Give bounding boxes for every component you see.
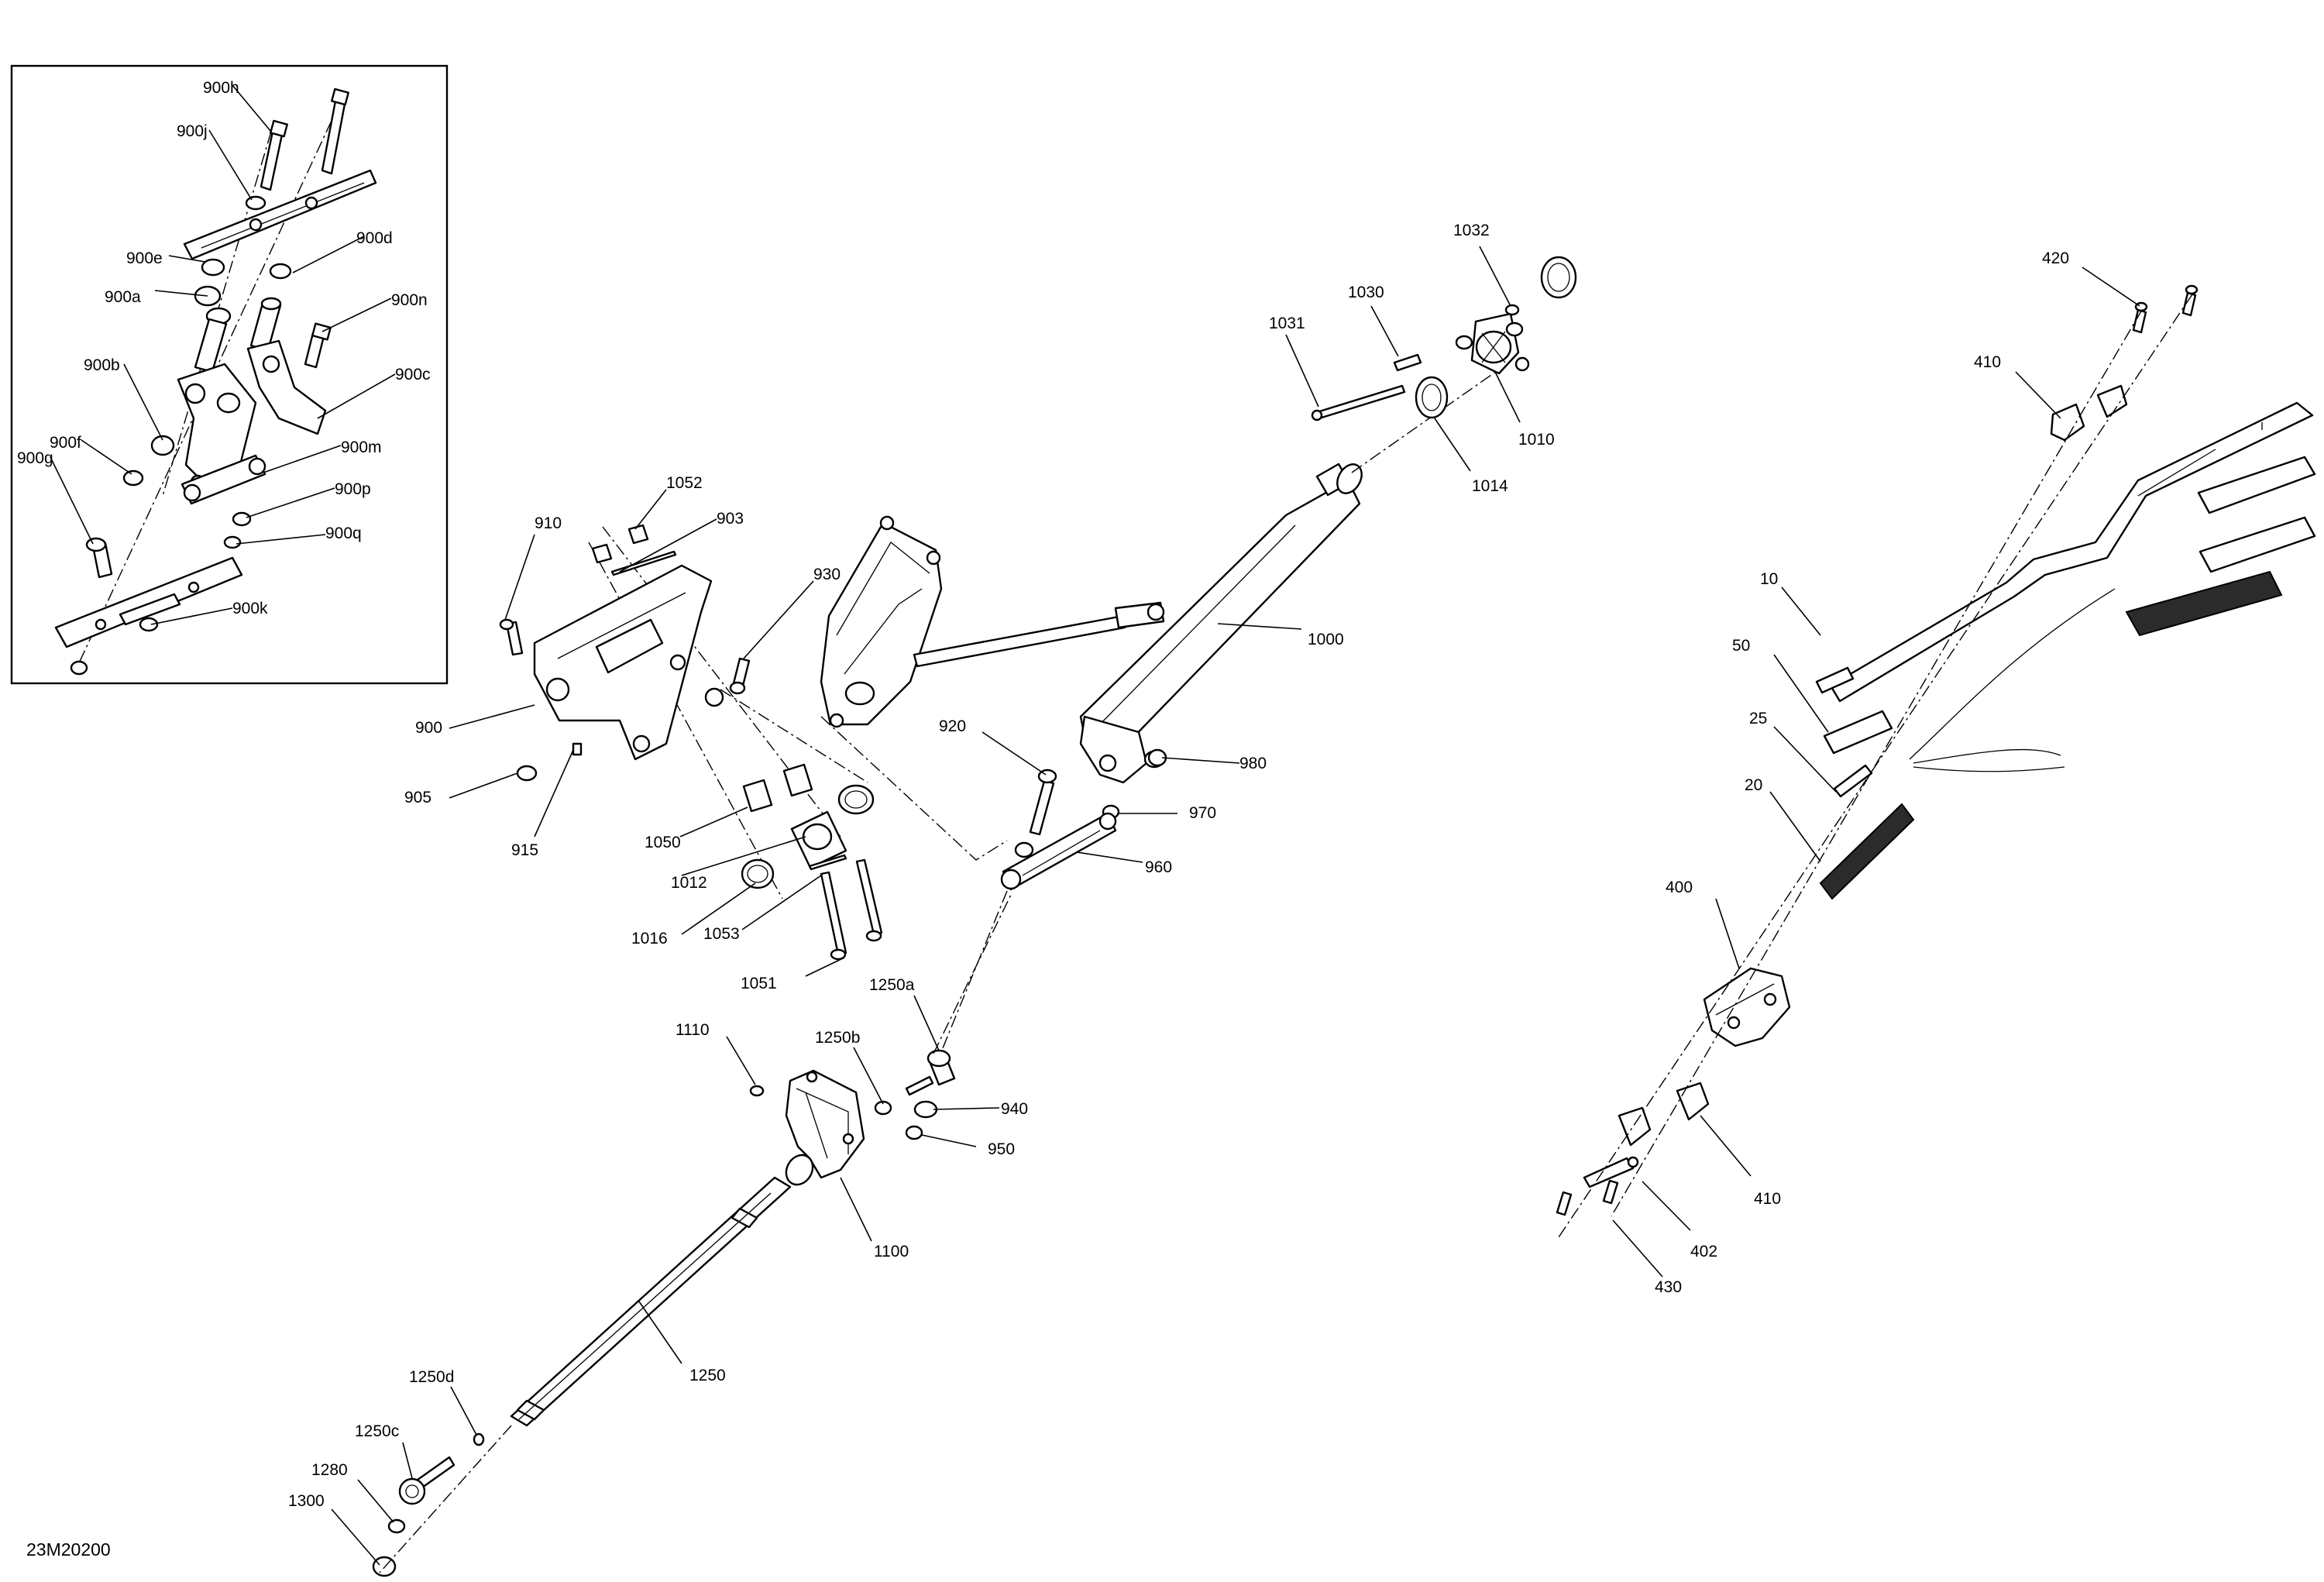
callout-1000: 1000 [1308,631,1344,648]
housing-1100 [785,1069,865,1179]
callout-1050: 1050 [645,834,681,851]
callout-10: 10 [1760,570,1778,588]
callout-1030: 1030 [1348,284,1384,301]
steering-post-930 [820,515,1165,861]
callout-1250c: 1250c [355,1422,399,1440]
callout-1052: 1052 [666,474,703,492]
callout-1280: 1280 [311,1461,348,1479]
callout-900q: 900q [325,524,362,542]
callout-900k: 900k [232,600,268,617]
callout-labels: 900h 900j 900e 900d 900a 900n 900b 900c … [17,79,2069,1560]
inset-frame [10,64,449,685]
column-arm [1079,715,1148,784]
callout-905: 905 [404,789,431,806]
callout-900f: 900f [50,434,81,452]
callout-1031: 1031 [1269,315,1305,332]
callout-900g: 900g [17,449,53,467]
callout-1250: 1250 [689,1367,726,1384]
callout-970: 970 [1189,804,1216,822]
handlebar [1829,401,2314,703]
callout-420: 420 [2042,249,2069,267]
bolt-900h-right [321,95,347,175]
callout-20: 20 [1745,776,1762,794]
callout-1051: 1051 [741,975,777,992]
grip-50 [1823,710,1893,755]
steering-column-1000 [937,363,1508,1062]
callout-900j: 900j [177,122,208,140]
clamp-1010-group [1285,246,1577,472]
clamp-400 [1703,967,1791,1047]
callout-1110: 1110 [676,1021,710,1039]
handlebar-group [1556,267,2316,1278]
callout-900: 900 [415,719,442,737]
callout-900c: 900c [395,366,431,383]
upper-plate [183,169,377,260]
callout-1014: 1014 [1472,477,1508,495]
tie-rod [913,614,1126,668]
callout-950: 950 [988,1140,1015,1158]
bolt-900h [260,126,284,191]
callout-1300: 1300 [288,1492,325,1510]
callout-900a: 900a [105,288,141,306]
callout-430: 430 [1655,1278,1682,1296]
callout-1012: 1012 [671,874,707,892]
lower-plate [54,556,243,648]
callout-1250b: 1250b [815,1029,860,1047]
callout-402: 402 [1690,1243,1717,1260]
grip-cover-middle [2199,516,2316,573]
callout-50: 50 [1732,637,1750,655]
grip-heated [2125,570,2283,637]
callout-900d: 900d [356,229,393,247]
callout-900m: 900m [341,438,382,456]
callout-1016: 1016 [631,930,668,947]
callout-410-upper: 410 [1974,353,2001,371]
callout-980: 980 [1239,755,1267,772]
callout-940: 940 [1001,1100,1028,1118]
callout-920: 920 [939,717,966,735]
callout-900e: 900e [126,249,163,267]
callout-1250a: 1250a [869,976,915,994]
callout-1250d: 1250d [409,1368,454,1386]
bracket-900-assembly [449,489,883,977]
callout-1100: 1100 [874,1243,909,1260]
callout-400: 400 [1666,879,1693,896]
grip-cover-upper [2197,456,2316,514]
steering-post [820,521,943,726]
callout-900h: 900h [203,79,239,97]
callout-1053: 1053 [703,925,740,943]
callout-900p: 900p [335,480,371,498]
callout-930: 930 [813,566,841,583]
callout-1010: 1010 [1518,431,1555,449]
callout-915: 915 [511,841,538,859]
grip-20 [1819,803,1915,900]
callout-910: 910 [535,514,562,532]
reference-code: 23M20200 [26,1539,111,1560]
callout-900b: 900b [84,356,120,374]
callout-900n: 900n [391,291,428,309]
callout-25: 25 [1749,710,1767,727]
callout-903: 903 [717,510,744,528]
callout-960: 960 [1145,858,1172,876]
lower-housing-1100-group [331,894,1012,1577]
inset-detail-900 [10,64,449,685]
callout-410-lower: 410 [1754,1190,1781,1208]
callout-1032: 1032 [1453,222,1490,239]
